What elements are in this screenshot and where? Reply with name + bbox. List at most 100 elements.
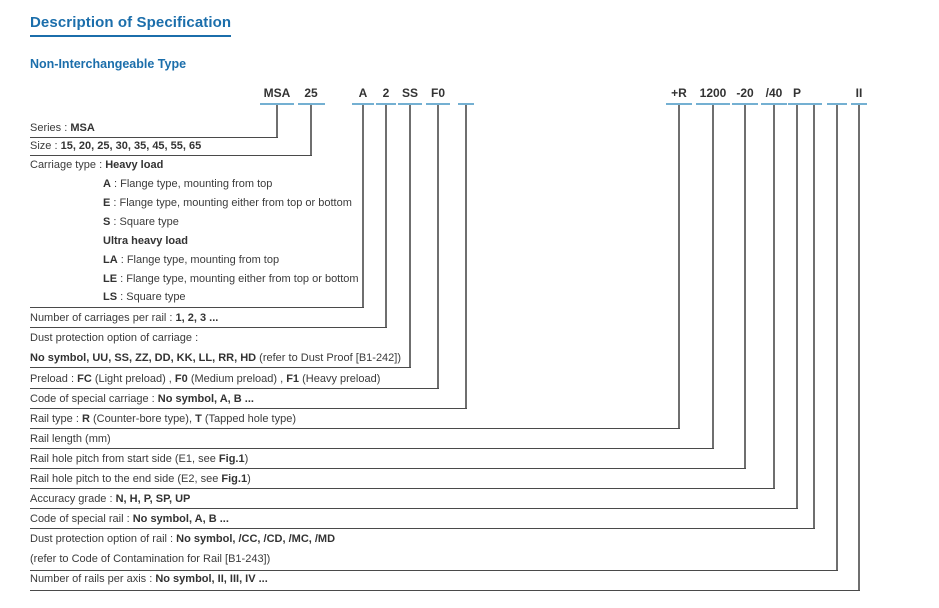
spec-label-line: Preload : FC (Light preload) , F0 (Mediu… [30,371,380,387]
spec-label-text: Number of rails per axis : [30,573,156,585]
spec-label-text: ) [244,453,249,465]
spec-label-line: Rail length (mm) [30,431,111,447]
spec-label-text: Rail hole pitch to the end side (E2, see [30,473,222,485]
spec-label-text: : Flange type, mounting either from top … [110,197,352,209]
spec-value-text: MSA [70,122,95,134]
spec-value-text: E [103,197,111,209]
code-underline-rail-length [696,103,730,105]
spec-label-text: Dust protection option of carriage : [30,332,199,344]
spec-label-line: LE : Flange type, mounting either from t… [103,271,359,287]
rule-carriages-per-rail [30,327,387,328]
spec-label-text: Series : [30,122,71,134]
spec-value-text: LS [103,291,118,303]
spec-value-text: T [195,413,202,425]
code-underline-rail-type [666,103,692,105]
spec-label-line: Rail type : R (Counter-bore type), T (Ta… [30,411,296,427]
spec-value-text: Heavy load [105,159,164,171]
spec-label-text: Dust protection option of rail : [30,533,177,545]
rule-accuracy-grade [30,508,798,509]
spec-label-text: : Flange type, mounting from top [117,254,280,266]
code-rails-per-axis: II [855,86,863,100]
connector-accuracy-grade [796,105,798,509]
spec-label-text: (Light preload) , [91,373,175,385]
spec-value-text: A [103,178,111,190]
connector-hole-pitch-end [773,105,775,489]
spec-label-text: Rail type : [30,413,82,425]
spec-label-line: LS : Square type [103,289,186,305]
code-rail-length: 1200 [699,86,727,100]
code-hole-pitch-start: -20 [736,86,754,100]
code-accuracy-grade: P [792,86,802,100]
rule-rail-length [30,448,714,449]
code-size: 25 [304,86,318,100]
connector-special-rail [813,105,815,529]
spec-label-line: Ultra heavy load [103,233,188,249]
rule-special-carriage [30,408,467,409]
spec-value-text: F1 [286,373,300,385]
rule-rails-per-axis [30,590,860,591]
spec-value-text: No symbol, /CC, /CD, /MC, /MD [176,533,336,545]
spec-label-line: No symbol, UU, SS, ZZ, DD, KK, LL, RR, H… [30,350,401,366]
code-underline-series [260,103,294,105]
spec-value-text: 15, 20, 25, 30, 35, 45, 55, 65 [60,140,202,152]
code-underline-rails-per-axis [851,103,867,105]
code-hole-pitch-end: /40 [765,86,783,100]
spec-label-line: Size : 15, 20, 25, 30, 35, 45, 55, 65 [30,138,201,154]
code-carriage-type: A [358,86,368,100]
spec-label-text: Code of special carriage : [30,393,158,405]
code-underline-preload [426,103,450,105]
connector-rail-length [712,105,714,449]
spec-label-text: Carriage type : [30,159,106,171]
spec-label-text: (refer to Dust Proof [B1-242]) [256,352,402,364]
connector-rail-type [678,105,680,429]
spec-value-text: Fig.1 [218,453,245,465]
spec-label-text: Rail length (mm) [30,433,111,445]
code-underline-carriages-per-rail [376,103,396,105]
spec-value-text: Ultra heavy load [103,235,188,247]
connector-dust-protection-carriage [409,105,411,368]
code-underline-hole-pitch-start [732,103,758,105]
spec-value-text: R [81,413,90,425]
spec-label-text: : Flange type, mounting either from top … [117,273,359,285]
rule-carriage-type [30,307,364,308]
spec-label-line: Accuracy grade : N, H, P, SP, UP [30,491,190,507]
code-dust-protection-carriage: SS [401,86,419,100]
spec-label-text: Size : [30,140,61,152]
connector-dust-protection-rail [836,105,838,571]
spec-label-text: (refer to Code of Contamination for Rail… [30,553,271,565]
connector-preload [437,105,439,389]
spec-label-text: : Square type [117,291,186,303]
spec-label-text: Code of special rail : [30,513,133,525]
spec-label-line: (refer to Code of Contamination for Rail… [30,551,270,567]
page-title: Description of Specification [30,14,232,37]
spec-label-line: Carriage type : Heavy load [30,157,163,173]
rule-hole-pitch-start [30,468,746,469]
spec-label-text: Rail hole pitch from start side (E1, see [30,453,219,465]
code-underline-carriage-type [352,103,374,105]
spec-value-text: F0 [174,373,188,385]
code-underline-size [297,103,325,105]
spec-label-line: LA : Flange type, mounting from top [103,252,279,268]
rule-hole-pitch-end [30,488,775,489]
spec-label-line: Code of special rail : No symbol, A, B .… [30,511,229,527]
spec-value-text: No symbol, II, III, IV ... [155,573,268,585]
spec-value-text: LE [103,273,118,285]
rule-preload [30,388,439,389]
spec-label-line: Rail hole pitch from start side (E1, see… [30,451,248,467]
rule-dust-protection-carriage [30,367,411,368]
code-underline-hole-pitch-end [761,103,787,105]
spec-value-text: N, H, P, SP, UP [115,493,191,505]
code-underline-accuracy-grade [788,103,806,105]
spec-value-text: No symbol, A, B ... [132,513,229,525]
spec-label-text: Preload : [30,373,78,385]
connector-special-carriage [465,105,467,409]
code-underline-special-rail [806,103,822,105]
spec-label-text: (Counter-bore type), [89,413,196,425]
rule-size [30,155,312,156]
spec-label-line: S : Square type [103,214,179,230]
code-series: MSA [263,86,291,100]
code-underline-special-carriage [458,103,474,105]
spec-label-line: E : Flange type, mounting either from to… [103,195,352,211]
spec-label-text: Accuracy grade : [30,493,116,505]
